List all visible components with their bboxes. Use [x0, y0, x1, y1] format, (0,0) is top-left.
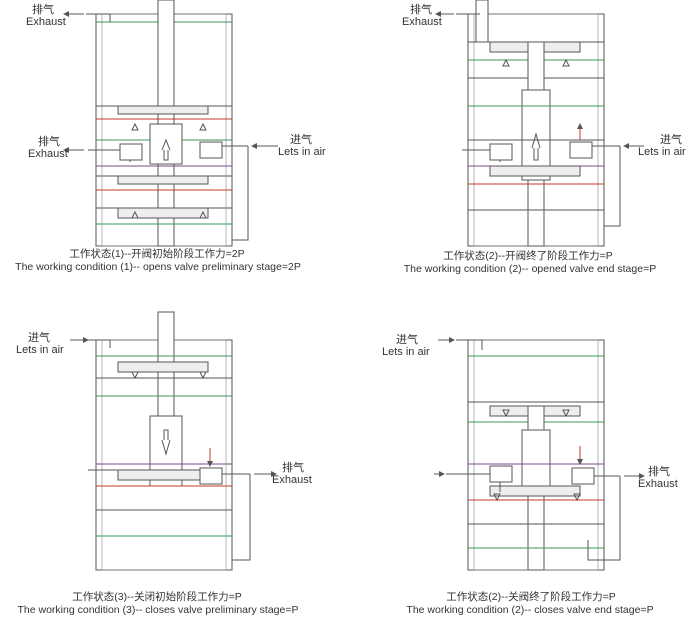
p3-exhaust-en: Exhaust — [272, 474, 312, 486]
p3-intake-en: Lets in air — [16, 344, 64, 356]
p4-intake-cn: 进气 — [396, 334, 418, 346]
p1-caption-en: The working condition (1)-- opens valve … — [15, 261, 301, 273]
p1-intake-cn: 进气 — [290, 134, 312, 146]
p1-exhaust-mid-en: Exhaust — [28, 148, 68, 160]
p2-intake-cn: 进气 — [660, 134, 682, 146]
p2-intake-en: Lets in air — [638, 146, 686, 158]
p3-intake-cn: 进气 — [28, 332, 50, 344]
p3-exhaust-cn: 排气 — [282, 462, 304, 474]
p2-caption-cn: 工作状态(2)--开阀终了阶段工作力=P — [443, 250, 613, 262]
p4-exhaust-en: Exhaust — [638, 478, 678, 490]
p1-exhaust-top-cn: 排气 — [32, 4, 54, 16]
panel-1-cylinder — [63, 0, 278, 247]
p1-exhaust-top-en: Exhaust — [26, 16, 66, 28]
p4-caption-cn: 工作状态(2)--关阀终了阶段工作力=P — [446, 591, 616, 603]
p1-exhaust-mid-cn: 排气 — [38, 136, 60, 148]
p1-intake-en: Lets in air — [278, 146, 326, 158]
panel-4-cylinder — [434, 337, 645, 571]
p1-caption-cn: 工作状态(1)--开阀初始阶段工作力=2P — [69, 248, 245, 260]
panel-3-cylinder — [70, 311, 277, 571]
p2-caption-en: The working condition (2)-- opened valve… — [403, 263, 657, 275]
p2-exhaust-en: Exhaust — [402, 16, 442, 28]
p4-intake-en: Lets in air — [382, 346, 430, 358]
panel-2-cylinder — [435, 0, 644, 247]
p2-exhaust-cn: 排气 — [410, 4, 432, 16]
p4-caption-en: The working condition (2)-- closes valve… — [406, 604, 654, 616]
p3-caption-en: The working condition (3)-- closes valve… — [17, 604, 299, 616]
p3-caption-cn: 工作状态(3)--关闭初始阶段工作力=P — [72, 591, 242, 603]
p4-exhaust-cn: 排气 — [648, 466, 670, 478]
